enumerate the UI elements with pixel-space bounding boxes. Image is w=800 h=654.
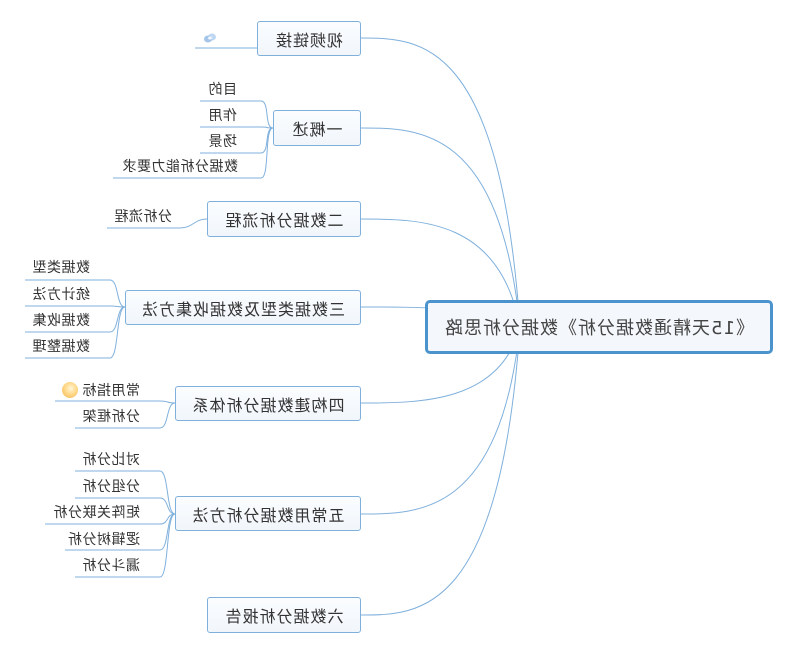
subtopic-analysis-framework[interactable]: 分析框架 [82,409,140,425]
marker-icon [62,382,78,398]
topic-label: 六数据分析报告 [224,607,344,626]
topic-label: 一概述 [291,120,343,139]
topic-data-types-collection[interactable]: 三数据类型及数据收集方法 [125,290,361,325]
topic-label: 四构建数据分析体系 [191,395,345,415]
connector-line [25,279,126,308]
connector-line [200,126,274,129]
root-topic-label: 《15天精通数据分析》数据分析思路 [444,318,754,339]
connector-line [45,513,176,525]
subtopic-role[interactable]: 作用 [208,108,237,124]
connector-line [360,326,521,616]
topic-analysis-system[interactable]: 四构建数据分析体系 [175,386,361,421]
subtopic-purpose[interactable]: 目的 [208,82,237,98]
subtopic-data-types[interactable]: 数据类型 [32,260,90,276]
subtopic-scenarios[interactable]: 场景 [208,134,237,150]
subtopic-comparison-analysis[interactable]: 对比分析 [82,452,140,468]
connector-line [75,513,176,578]
connector-line [55,400,176,404]
topic-label: 三数据类型及数据收集方法 [141,299,346,319]
connector-line [25,306,126,359]
connector-line [75,497,176,515]
subtopic-matrix-analysis[interactable]: 矩阵关联分析 [53,505,140,521]
subtopic-group-analysis[interactable]: 分组分析 [82,479,140,495]
connector-line [360,326,521,515]
connector-line [360,218,521,328]
subtopic-data-collection[interactable]: 数据收集 [32,313,90,329]
topic-analysis-methods[interactable]: 五常用数据分析方法 [175,496,361,531]
topic-overview[interactable]: 一概述 [273,110,361,146]
subtopic-common-metrics[interactable]: 常用指标 [82,383,140,399]
connector-line [75,402,176,429]
topic-analysis-report[interactable]: 六数据分析报告 [207,597,361,633]
topic-label: 二数据分析流程 [224,211,344,230]
connector-line [75,470,176,515]
topic-label: 视频链接 [275,30,344,50]
connector-line [113,127,274,179]
subtopic-logic-tree-analysis[interactable]: 逻辑树分析 [67,532,141,548]
connector-line [200,100,274,129]
subtopic-skill-requirements[interactable]: 数据分析能力要求 [122,159,238,175]
connector-line [25,305,126,308]
link-icon[interactable] [202,30,218,46]
topic-video-link[interactable]: 视频链接 [257,21,361,56]
subtopic-data-cleaning[interactable]: 数据整理 [32,339,90,355]
topic-analysis-process[interactable]: 二数据分析流程 [207,201,361,237]
subtopic-statistical-methods[interactable]: 统计方法 [32,287,90,303]
root-topic[interactable]: 《15天精通数据分析》数据分析思路 [425,300,773,354]
subtopic-funnel-analysis[interactable]: 漏斗分析 [82,558,140,574]
connector-line [360,127,521,328]
subtopic-analysis-flow[interactable]: 分析流程 [114,209,172,225]
topic-label: 五常用数据分析方法 [191,505,345,525]
connector-line [107,218,208,229]
connector-line [360,37,521,328]
